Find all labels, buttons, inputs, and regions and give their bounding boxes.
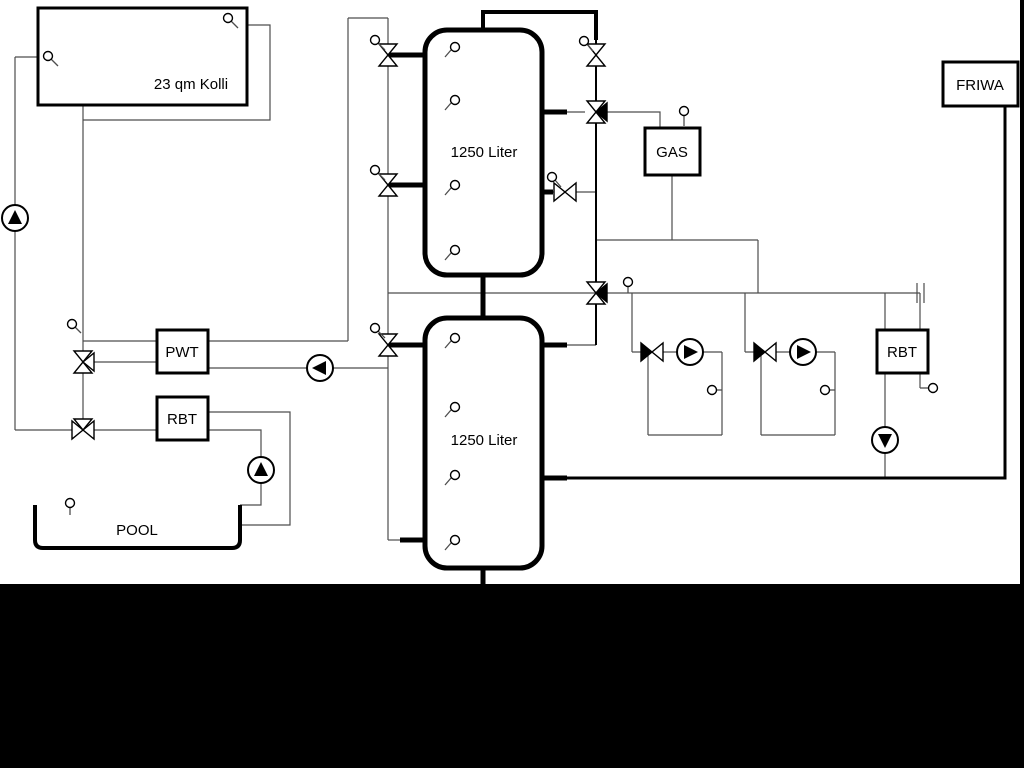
tank1-label: 1250 Liter bbox=[451, 144, 518, 161]
valve-icon-tank1-top-left bbox=[377, 43, 399, 67]
rbt-right-label: RBT bbox=[887, 344, 917, 361]
temp-sensor-icon bbox=[622, 276, 634, 293]
buffer-tank-1 bbox=[422, 27, 545, 278]
boiler-return-pipe bbox=[596, 239, 759, 293]
friwa-label: FRIWA bbox=[956, 77, 1004, 94]
mixing-valve-icon-heating bbox=[585, 281, 608, 305]
tank-top-pipe bbox=[481, 10, 598, 40]
tank1-temp-sensor-icon bbox=[444, 179, 461, 196]
temp-sensor-icon bbox=[369, 164, 386, 181]
rbt-left-label: RBT bbox=[167, 411, 197, 428]
charge-pump-icon bbox=[306, 354, 334, 382]
temp-sensor-icon bbox=[578, 35, 594, 52]
collector-label: 23 qm Kolli bbox=[154, 76, 228, 93]
temp-sensor-icon bbox=[64, 497, 76, 515]
tank2-temp-sensor-icon bbox=[444, 534, 461, 551]
tank1-temp-sensor-icon bbox=[444, 94, 461, 111]
solar-pump-icon bbox=[1, 204, 29, 232]
buffer-tank-2 bbox=[422, 315, 545, 571]
collector-box bbox=[36, 6, 249, 107]
pool-basin bbox=[33, 505, 242, 550]
temp-sensor-icon bbox=[222, 12, 239, 29]
pwt-tank-pipe bbox=[208, 17, 388, 342]
right-black-edge bbox=[1020, 0, 1024, 584]
heater-element-ticks bbox=[916, 283, 925, 303]
check-valve-icon-heating-1 bbox=[640, 341, 664, 363]
temp-sensor-icon bbox=[66, 318, 82, 334]
tank-port-stubs bbox=[388, 52, 567, 584]
tank2-temp-sensor-icon bbox=[444, 332, 461, 349]
mixing-valve-icon-solar bbox=[72, 350, 95, 374]
pool-pump-icon bbox=[247, 456, 275, 484]
pool-label: POOL bbox=[116, 522, 158, 539]
tank2-temp-sensor-icon bbox=[444, 469, 461, 486]
rbt-left-box bbox=[155, 395, 210, 442]
rbt-pump-icon bbox=[871, 426, 899, 454]
friwa-cold-pipe bbox=[567, 106, 1007, 480]
pwt-label: PWT bbox=[165, 344, 198, 361]
temp-sensor-icon bbox=[819, 384, 835, 396]
labels: 23 qm Kolli 1250 Liter 1250 Liter GAS FR… bbox=[116, 76, 1004, 539]
heating-pump-2-icon bbox=[789, 338, 817, 366]
valve-icon-pool-line bbox=[71, 418, 95, 441]
tank1-temp-sensor-icon bbox=[444, 41, 461, 58]
temp-sensor-icon bbox=[369, 322, 386, 339]
temp-sensor-icon bbox=[706, 384, 722, 396]
temp-sensor-icon bbox=[369, 34, 386, 51]
temp-sensor-icon bbox=[546, 171, 562, 188]
gas-boiler-box bbox=[643, 126, 702, 177]
collector-supply-pipe bbox=[83, 24, 271, 121]
tank2-temp-sensor-icon bbox=[444, 401, 461, 418]
temp-sensors bbox=[42, 12, 939, 551]
bottom-black-band bbox=[0, 584, 1024, 768]
boiler-supply-pipe bbox=[596, 111, 661, 128]
pwt-box bbox=[155, 328, 210, 375]
pumps bbox=[1, 204, 899, 484]
friwa-box bbox=[941, 60, 1020, 108]
temp-sensor-icon bbox=[920, 382, 939, 394]
valve-icon-tank2-left bbox=[377, 333, 399, 357]
tank1-temp-sensor-icon bbox=[444, 244, 461, 261]
valve-icon-tank1-right bbox=[553, 181, 577, 203]
temp-sensor-icon bbox=[678, 105, 690, 126]
mixing-valve-icon-boiler bbox=[585, 100, 608, 124]
heating-pump-1-icon bbox=[676, 338, 704, 366]
temp-sensor-icon bbox=[42, 50, 59, 67]
pool-flow-pipe bbox=[208, 411, 291, 526]
tank2-label: 1250 Liter bbox=[451, 432, 518, 449]
check-valve-icon-heating-2 bbox=[753, 341, 777, 363]
valve-icon-tank1-mid-left bbox=[377, 173, 399, 197]
gas-label: GAS bbox=[656, 144, 688, 161]
rbt-right-box bbox=[875, 328, 930, 375]
